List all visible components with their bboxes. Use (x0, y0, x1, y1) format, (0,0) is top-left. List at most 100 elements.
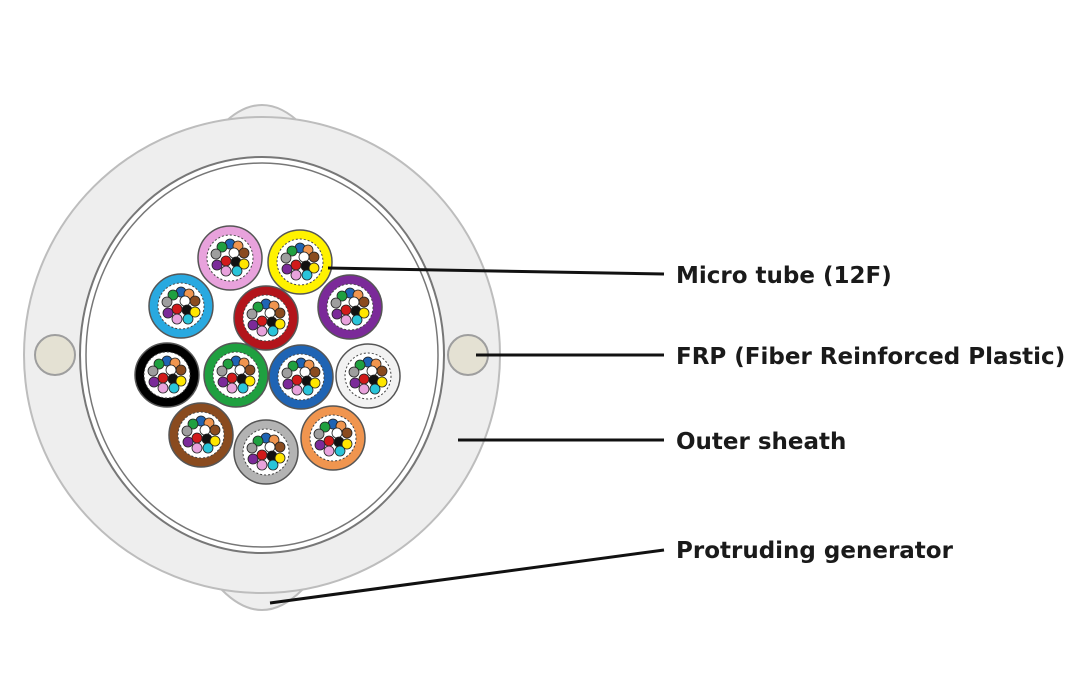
optical-fiber (308, 251, 320, 263)
optical-fiber (187, 418, 199, 430)
optical-fiber (358, 296, 370, 308)
micro-tube-row4-3 (300, 405, 366, 471)
optical-fiber (234, 364, 246, 376)
optical-fiber (290, 269, 302, 281)
optical-fiber (244, 364, 256, 376)
optical-fiber (281, 367, 293, 379)
optical-fiber (291, 374, 303, 386)
label-frp: FRP (Fiber Reinforced Plastic) (676, 344, 1065, 370)
optical-fiber (331, 308, 343, 320)
leader-line-micro-tube (327, 266, 665, 276)
optical-fiber (274, 307, 286, 319)
optical-fiber (369, 383, 381, 395)
optical-fiber (267, 325, 279, 337)
optical-fiber (247, 319, 259, 331)
optical-fiber (191, 442, 203, 454)
optical-fiber (153, 358, 165, 370)
optical-fiber (147, 365, 159, 377)
optical-fiber (313, 428, 325, 440)
optical-fiber (167, 289, 179, 301)
optical-fiber (366, 365, 378, 377)
label-micro-tube: Micro tube (12F) (676, 263, 892, 289)
micro-tube-row4-2 (233, 419, 299, 485)
optical-fiber (179, 295, 191, 307)
optical-fiber (157, 382, 169, 394)
micro-tube-row3-1 (134, 342, 200, 408)
optical-fiber (252, 435, 264, 447)
label-outer-sheath: Outer sheath (676, 429, 846, 455)
optical-fiber (376, 365, 388, 377)
optical-fiber (238, 247, 250, 259)
optical-fiber (252, 301, 264, 313)
optical-fiber (199, 424, 211, 436)
micro-tube-top-1 (197, 225, 263, 291)
optical-fiber (349, 377, 361, 389)
optical-fiber (358, 383, 370, 395)
micro-tube-row2-1 (148, 273, 214, 339)
optical-fiber (175, 375, 187, 387)
optical-fiber (171, 313, 183, 325)
optical-fiber (301, 269, 313, 281)
micro-tube-top-2 (267, 229, 333, 295)
micro-tube-row2-2 (233, 285, 299, 351)
optical-fiber (256, 315, 268, 327)
optical-fiber (309, 366, 321, 378)
optical-fiber (351, 314, 363, 326)
optical-fiber (348, 366, 360, 378)
optical-fiber (340, 304, 352, 316)
optical-fiber (148, 376, 160, 388)
label-protruding-generator: Protruding generator (676, 538, 954, 564)
optical-fiber (209, 435, 221, 447)
leader-line-protruding-generator (269, 548, 665, 605)
optical-fiber (358, 373, 370, 385)
optical-fiber (282, 378, 294, 390)
optical-fiber (323, 435, 335, 447)
optical-fiber (211, 259, 223, 271)
optical-fiber (161, 296, 173, 308)
optical-fiber (376, 376, 388, 388)
optical-fiber (274, 452, 286, 464)
optical-fiber (340, 314, 352, 326)
micro-tube-row3-2 (203, 342, 269, 408)
optical-fiber (287, 360, 299, 372)
optical-fiber (354, 359, 366, 371)
optical-fiber (220, 255, 232, 267)
core-boundary-inner (85, 162, 439, 548)
optical-fiber (226, 372, 238, 384)
optical-fiber (228, 247, 240, 259)
optical-fiber (247, 453, 259, 465)
optical-fiber (264, 307, 276, 319)
optical-fiber (274, 441, 286, 453)
optical-fiber (331, 427, 343, 439)
optical-fiber (171, 303, 183, 315)
optical-fiber (309, 377, 321, 389)
optical-fiber (237, 382, 249, 394)
optical-fiber (220, 265, 232, 277)
optical-fiber (209, 424, 221, 436)
optical-fiber (330, 297, 342, 309)
micro-tube-row3-3 (268, 344, 334, 410)
optical-fiber (264, 441, 276, 453)
optical-fiber (222, 358, 234, 370)
optical-fiber (291, 384, 303, 396)
optical-fiber (256, 325, 268, 337)
micro-tube-row3-4 (335, 343, 401, 409)
optical-fiber (182, 436, 194, 448)
optical-fiber (348, 296, 360, 308)
optical-fiber (217, 376, 229, 388)
optical-fiber (290, 259, 302, 271)
optical-fiber (323, 445, 335, 457)
optical-fiber (341, 427, 353, 439)
optical-fiber (202, 442, 214, 454)
optical-fiber (308, 262, 320, 274)
optical-fiber (226, 382, 238, 394)
optical-fiber (286, 245, 298, 257)
optical-fiber (280, 252, 292, 264)
optical-fiber (189, 306, 201, 318)
optical-fiber (302, 384, 314, 396)
optical-fiber (299, 366, 311, 378)
optical-fiber (246, 308, 258, 320)
optical-fiber (168, 382, 180, 394)
